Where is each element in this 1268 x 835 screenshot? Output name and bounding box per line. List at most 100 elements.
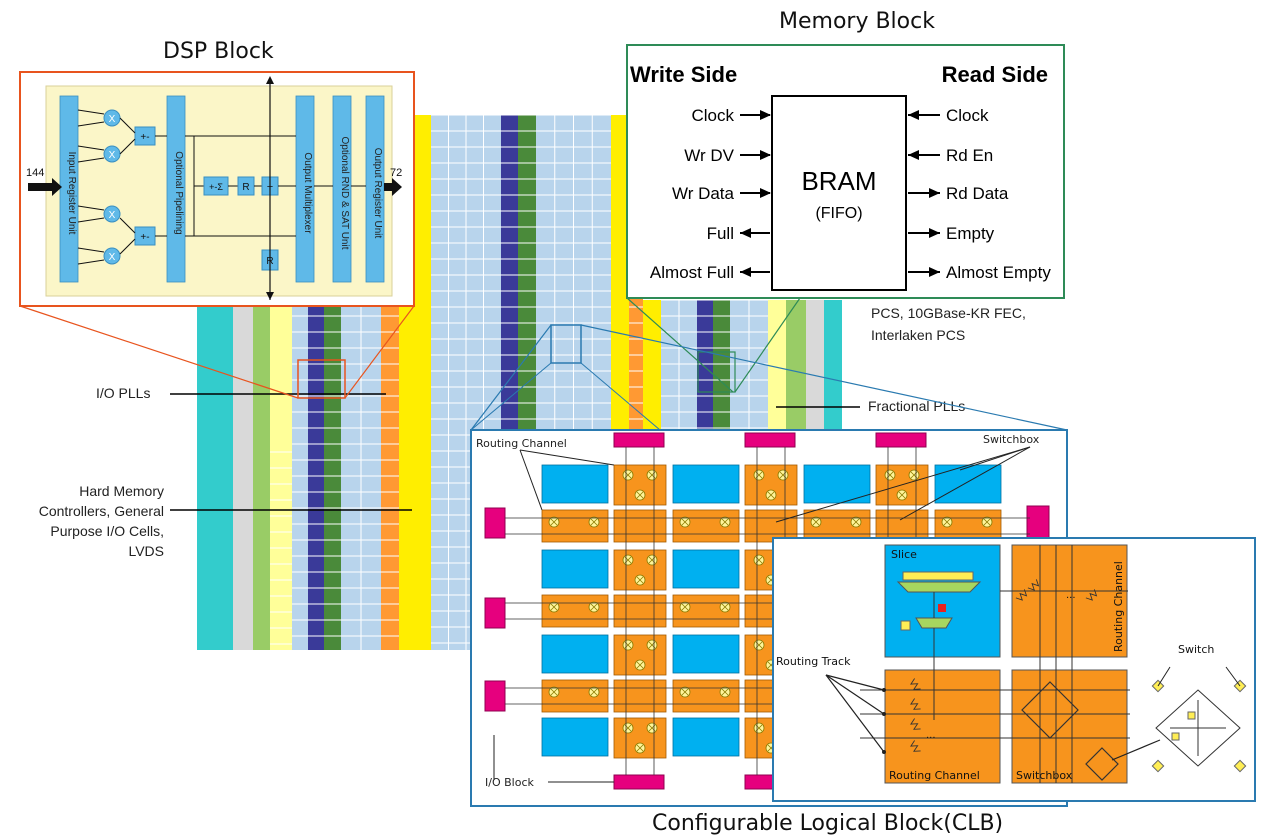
- pass-transistor: [910, 678, 921, 690]
- clb-title: Configurable Logical Block(CLB): [652, 811, 1003, 835]
- inset-routing-channel-vertical-label: Routing Channel: [1112, 561, 1125, 652]
- routing-segment: [613, 679, 667, 713]
- clb-logic-block: [672, 464, 740, 504]
- read-signal-0: Clock: [946, 106, 989, 125]
- switch-point-mark: [898, 491, 906, 499]
- switch-detail-diamond: [1155, 689, 1241, 767]
- switchbox-pointer: [899, 446, 1031, 521]
- switch-point-mark: [636, 661, 644, 669]
- slice-input-pin: [900, 620, 911, 631]
- clb-zoom-line-left: [470, 324, 552, 431]
- slice-lut: [902, 571, 974, 581]
- optional-pipelining-label: Optional Pipelining: [173, 151, 184, 234]
- routing-track-label: Routing Track: [776, 655, 851, 668]
- memory-block-callout: Memory Block Write Side Read Side BRAM (…: [626, 9, 1065, 393]
- dsp-wire: [77, 145, 105, 151]
- read-signal-3: Empty: [946, 224, 995, 243]
- clb-logic-block: [541, 464, 609, 504]
- input-register-unit: [59, 95, 79, 283]
- read-signal-arrow: [908, 110, 919, 120]
- clb-detail-inset: Slice Routing Channel Routing Channel Sw…: [772, 537, 1256, 802]
- routing-segment: [744, 509, 798, 543]
- switch-terminal-2: [1151, 759, 1165, 773]
- pass-transistor: [910, 740, 921, 752]
- fifo-label: (FIFO): [815, 205, 862, 222]
- write-signal-arrow: [740, 228, 751, 238]
- dsp-accumulator-symbol: +-Σ: [209, 182, 223, 192]
- read-signal-4: Almost Empty: [946, 263, 1051, 282]
- dsp-wire: [77, 217, 105, 223]
- routing-track-pointer-head: [882, 712, 886, 716]
- dsp-multiplier-symbol: X: [109, 114, 116, 125]
- dsp-multiplier-symbol: X: [109, 150, 116, 161]
- switch-label-pointer: [1157, 666, 1171, 687]
- optional-rnd-sat-unit-label: Optional RND & SAT Unit: [339, 136, 350, 249]
- read-signal-2: Rd Data: [946, 184, 1009, 203]
- clb-logic-block: [672, 549, 740, 589]
- routing-track-pointer-head: [882, 688, 886, 692]
- dsp-wire: [119, 138, 136, 155]
- dsp-output-arrow-head: [392, 178, 402, 196]
- inset-routing-channel-vertical: [1011, 544, 1128, 658]
- switch-gate: [1187, 711, 1196, 720]
- chip-column-1: [233, 300, 253, 650]
- io-block-label: I/O Block: [485, 776, 534, 789]
- memory-zoom-line-left: [626, 297, 734, 393]
- read-signal-arrow: [929, 267, 940, 277]
- clb-callout: Routing Channel Switchbox I/O Block Conf…: [470, 324, 1256, 835]
- vertical-routing-segment: [744, 464, 798, 506]
- switch-point-mark: [681, 688, 689, 696]
- slice-block: [884, 544, 1001, 658]
- dsp-zoom-source: [297, 359, 346, 399]
- io-block-bottom-0: [613, 774, 665, 790]
- switch-point-mark: [852, 518, 860, 526]
- write-signal-arrow: [740, 267, 751, 277]
- write-signal-arrow: [760, 110, 771, 120]
- slice-mux: [896, 581, 982, 593]
- switch-point-mark: [721, 688, 729, 696]
- write-side-heading: Write Side: [630, 62, 737, 87]
- chip-column-3: [270, 300, 292, 650]
- optional-rnd-sat-unit: [332, 95, 352, 283]
- transceiver-label-line1: PCS, 10GBase-KR FEC,: [871, 305, 1026, 321]
- switch-point-mark: [550, 688, 558, 696]
- chip-column-9: [399, 300, 415, 650]
- write-signal-arrow: [760, 150, 771, 160]
- dsp-register-symbol: R: [242, 182, 249, 193]
- dsp-input-arrow-shaft: [28, 183, 52, 191]
- switch-point-mark: [721, 603, 729, 611]
- dsp-wire: [77, 121, 105, 127]
- switch-point-mark: [681, 518, 689, 526]
- clb-zoom-line-inner: [580, 362, 661, 431]
- routing-track-pointer: [825, 674, 885, 715]
- switch-point-mark: [550, 518, 558, 526]
- write-signal-1: Wr DV: [684, 146, 734, 165]
- transceiver-label-line2: Interlaken PCS: [871, 327, 965, 343]
- dsp-adder-symbol: +-: [140, 232, 149, 243]
- memory-block-title: Memory Block: [779, 9, 935, 34]
- chip-column-8: [381, 300, 399, 650]
- dsp-wire: [77, 259, 105, 265]
- svg-text:Purpose I/O Cells,: Purpose I/O Cells,: [50, 523, 164, 539]
- clb-zoom-line-right: [580, 324, 1068, 431]
- dsp-input-arrow-head: [52, 178, 62, 196]
- write-signal-4: Almost Full: [650, 263, 734, 282]
- chip-column-5: [308, 300, 324, 650]
- inset-routing-channel-horizontal-label: Routing Channel: [889, 769, 980, 782]
- write-signal-2: Wr Data: [672, 184, 735, 203]
- switch-point-mark: [590, 603, 598, 611]
- optional-pipelining: [166, 95, 186, 283]
- read-signal-arrow: [929, 228, 940, 238]
- switchbox-diamond: [1021, 681, 1079, 739]
- switch-point-mark: [590, 518, 598, 526]
- inset-routing-channel-horizontal: [884, 669, 1001, 784]
- chip-column-6: [324, 300, 341, 650]
- chip-column-0: [197, 300, 233, 650]
- inset-dots: ...: [1066, 590, 1076, 601]
- chip-column-2: [253, 300, 270, 650]
- slice-label: Slice: [891, 548, 917, 561]
- svg-text:Hard Memory: Hard Memory: [79, 483, 164, 499]
- read-side-heading: Read Side: [942, 62, 1048, 87]
